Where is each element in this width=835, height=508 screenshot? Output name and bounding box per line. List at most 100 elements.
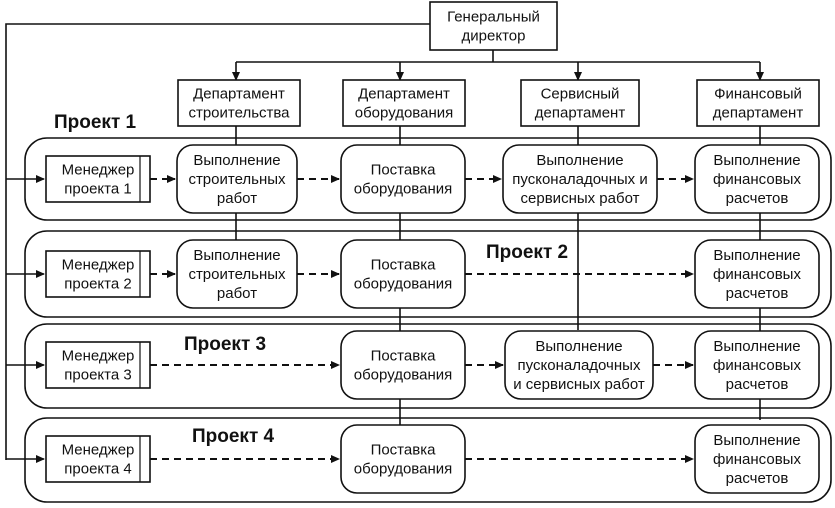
manager-4-box-frame [45, 435, 151, 483]
project-3-title: Проект 3 [184, 334, 266, 355]
task-p1-construction-text-line: работ [217, 190, 257, 207]
task-p4-equipment: Поставка оборудования [340, 424, 466, 494]
task-p3-finance-frame [694, 330, 820, 400]
project-4-frame [24, 417, 832, 503]
task-p2-construction-text-line: работ [217, 285, 257, 302]
task-p4-equipment-text-line: Поставка [371, 442, 437, 459]
department-equipment: Департамент оборудования [342, 79, 466, 127]
task-p1-construction: Выполнение строительных работ [176, 144, 298, 214]
task-p3-service-text-line: пусконаладочных [518, 357, 641, 374]
manager-3-box: Менеджер проекта 3 [45, 341, 151, 389]
task-p1-service-text-line: пусконаладочных и [512, 171, 647, 188]
manager-4-box: Менеджер проекта 4 [45, 435, 151, 483]
task-p3-equipment-text-line: оборудования [354, 367, 452, 384]
department-service-text-line: департамент [535, 105, 626, 122]
task-p1-service-text-line: Выполнение [536, 152, 623, 169]
task-p1-finance-text-line: расчетов [726, 190, 789, 207]
task-p1-equipment-text-line: Поставка [371, 162, 437, 179]
project-1-title: Проект 1 [54, 112, 137, 133]
department-equipment-text-line: оборудования [355, 105, 453, 122]
task-p2-construction-text-line: Выполнение [193, 247, 280, 264]
director-box: Генеральный директор [429, 1, 558, 51]
task-p3-equipment-text-line: Поставка [371, 348, 437, 365]
project-2-title: Проект 2 [486, 242, 568, 263]
task-p4-equipment-text-line: оборудования [354, 461, 452, 478]
task-p3-service-text-line: Выполнение [535, 338, 622, 355]
task-p1-service: Выполнение пусконаладочных и сервисных раб… [502, 144, 658, 214]
task-p2-finance-text-line: Выполнение [713, 247, 800, 264]
task-p2-equipment-frame [340, 239, 466, 309]
task-p1-service-text-line: сервисных работ [521, 190, 640, 207]
task-p1-construction-text-line: Выполнение [193, 152, 280, 169]
director-box-frame [429, 1, 558, 51]
department-construction-text-line: строительства [188, 105, 290, 122]
manager-1-box-text-line: проекта 1 [64, 181, 131, 198]
manager-1-box-text-line: Менеджер [62, 162, 135, 179]
director-box-text-line: директор [462, 28, 526, 45]
task-p3-finance-text-line: финансовых [713, 357, 801, 374]
project-2-frame [24, 230, 832, 318]
manager-1-box-frame [45, 155, 151, 203]
task-p4-finance-text-line: Выполнение [713, 432, 800, 449]
flow-arrows [150, 175, 694, 463]
task-p4-finance: Выполнение финансовых расчетов [694, 424, 820, 494]
project-4-title: Проект 4 [192, 426, 275, 447]
task-p1-construction-text-line: строительных [188, 171, 286, 188]
department-finance-frame [696, 79, 820, 127]
task-p3-service: Выполнение пусконаладочных и сервисных раб… [504, 330, 654, 400]
manager-4-box-text-line: проекта 4 [64, 461, 131, 478]
task-p1-equipment: Поставка оборудования [340, 144, 466, 214]
task-p4-equipment-frame [340, 424, 466, 494]
manager-2-box-text-line: Менеджер [62, 257, 135, 274]
project-frames [24, 137, 832, 503]
department-service-frame [520, 79, 640, 127]
task-p2-equipment-text-line: Поставка [371, 257, 437, 274]
task-p2-finance-text-line: расчетов [726, 285, 789, 302]
manager-3-box-text-line: проекта 3 [64, 367, 131, 384]
task-p1-finance-text-line: финансовых [713, 171, 801, 188]
manager-1-box: Менеджер проекта 1 [45, 155, 151, 203]
task-p3-equipment-frame [340, 330, 466, 400]
task-p2-finance-text-line: финансовых [713, 266, 801, 283]
manager-2-box-text-line: проекта 2 [64, 276, 131, 293]
director-box-text-line: Генеральный [447, 9, 540, 26]
task-p4-finance-text-line: расчетов [726, 470, 789, 487]
department-service-text-line: Сервисный [541, 86, 620, 103]
task-p3-finance-text-line: Выполнение [713, 338, 800, 355]
department-finance: Финансовый департамент [696, 79, 820, 127]
department-construction: Департамент строительства [177, 79, 301, 127]
task-p2-equipment-text-line: оборудования [354, 276, 452, 293]
department-equipment-frame [342, 79, 466, 127]
task-p2-equipment: Поставка оборудования [340, 239, 466, 309]
director-spine-line [5, 23, 430, 460]
task-p3-equipment: Поставка оборудования [340, 330, 466, 400]
task-p3-finance-text-line: расчетов [726, 376, 789, 393]
department-construction-text-line: Департамент [193, 86, 285, 103]
task-p2-construction: Выполнение строительных работ [176, 239, 298, 309]
department-service: Сервисный департамент [520, 79, 640, 127]
task-p4-finance-frame [694, 424, 820, 494]
task-p1-equipment-frame [340, 144, 466, 214]
manager-2-box: Менеджер проекта 2 [45, 250, 151, 298]
project-1-frame [24, 137, 832, 221]
project-3-frame [24, 323, 832, 409]
department-equipment-text-line: Департамент [358, 86, 450, 103]
manager-3-box-text-line: Менеджер [62, 348, 135, 365]
manager-4-box-text-line: Менеджер [62, 442, 135, 459]
task-p2-finance-frame [694, 239, 820, 309]
task-p1-equipment-text-line: оборудования [354, 181, 452, 198]
manager-2-box-frame [45, 250, 151, 298]
department-finance-text-line: Финансовый [714, 86, 802, 103]
project-titles: Проект 1 Проект 2 Проект 3 Проект 4 [54, 112, 568, 447]
task-p2-construction-text-line: строительных [188, 266, 286, 283]
task-p1-finance-frame [694, 144, 820, 214]
task-p2-finance: Выполнение финансовых расчетов [694, 239, 820, 309]
task-p3-finance: Выполнение финансовых расчетов [694, 330, 820, 400]
department-finance-text-line: департамент [713, 105, 804, 122]
task-p3-service-text-line: и сервисных работ [513, 376, 645, 393]
department-construction-frame [177, 79, 301, 127]
task-p4-finance-text-line: финансовых [713, 451, 801, 468]
